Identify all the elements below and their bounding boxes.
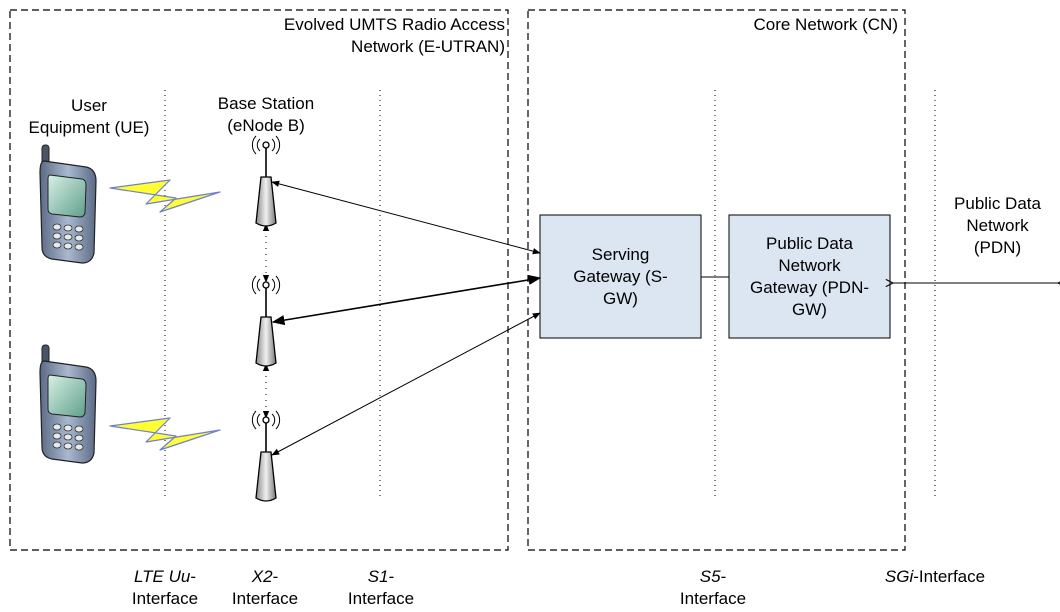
public-data-network-label: Public Data Network (PDN) (954, 194, 1041, 257)
sgi-interface-label: SGi-Interface (884, 567, 986, 586)
radio-link-bolt-icon (109, 417, 221, 451)
mobile-phone-icon (39, 344, 97, 464)
base-station-icon (251, 410, 281, 502)
core-network-title: Core Network (CN) (753, 15, 898, 34)
lte-uu-interface-label: LTE Uu- Interface (131, 567, 199, 608)
mobile-phone-icon (39, 144, 97, 264)
radio-link-bolt-icon (109, 179, 221, 213)
base-station-icon (251, 135, 281, 227)
pdn-gateway-label: Public Data Network Gateway (PDN- GW) (749, 233, 870, 319)
s5-interface-label: S5- Interface (679, 567, 747, 608)
x2-interface-label: X2- Interface (231, 567, 299, 608)
pdn-gateway-box (728, 214, 891, 339)
eutran-region-border (9, 9, 509, 551)
s1-interface-label: S1- Interface (347, 567, 415, 608)
s1-link-2 (271, 274, 542, 326)
eutran-title: Evolved UMTS Radio Access Network (E-UTR… (283, 15, 505, 56)
s1-link-3 (271, 312, 541, 456)
s1-link-1 (271, 180, 541, 255)
ue-label: User Equipment (UE) (28, 96, 150, 137)
serving-gateway-label: Serving Gateway (S- GW) (573, 244, 668, 308)
serving-gateway-box (539, 214, 702, 339)
base-station-icon (251, 275, 281, 367)
base-station-label: Base Station (eNode B) (217, 94, 315, 135)
